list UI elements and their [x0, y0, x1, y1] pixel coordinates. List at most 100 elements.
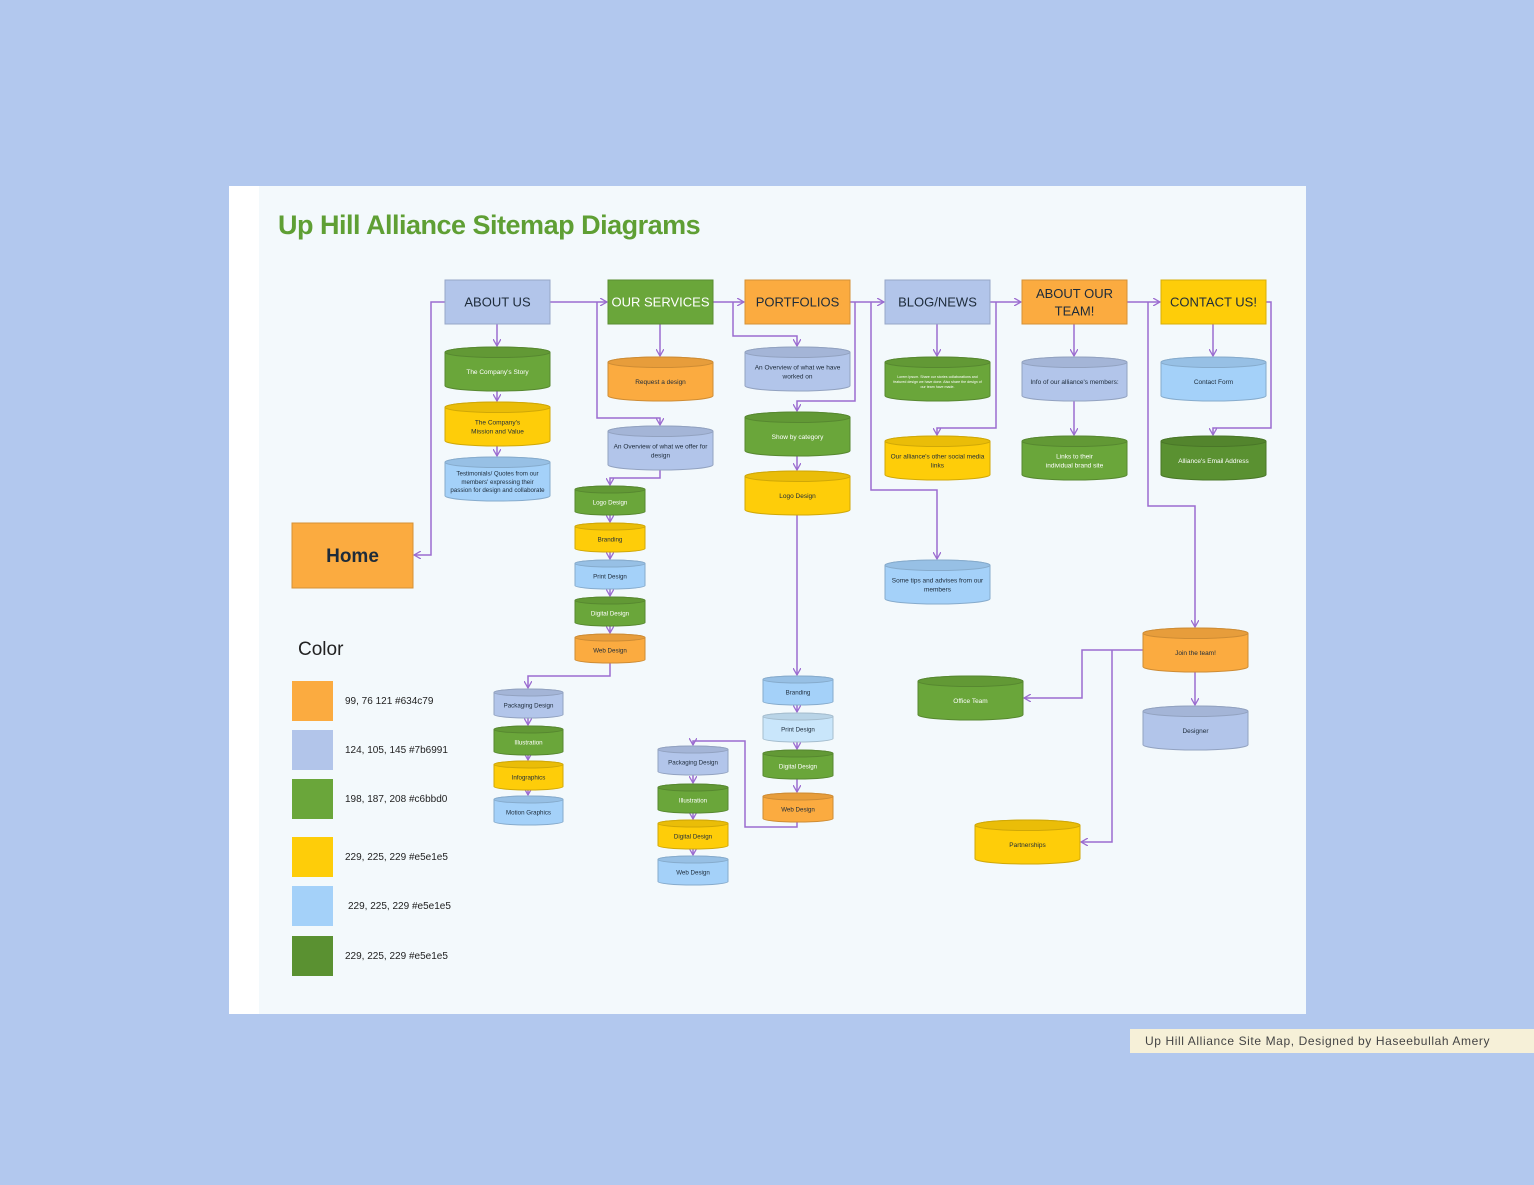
portfolio-logo-design-node[interactable]: Logo Design: [744, 470, 851, 516]
node-box: [291, 522, 414, 589]
connector-arrow: [1024, 649, 1143, 698]
cylinder-top: [1021, 356, 1128, 369]
cylinder-top: [1160, 435, 1267, 448]
cylinder-top: [657, 783, 729, 792]
cylinder-top: [884, 356, 991, 369]
request-design-node[interactable]: Request a design: [607, 356, 714, 402]
home-page-node[interactable]: Home: [291, 522, 414, 589]
node-label: Contact Form: [1194, 379, 1233, 386]
cylinder-top: [1142, 627, 1249, 640]
cylinder-top: [493, 688, 564, 697]
portfolio-digital-design-2-node[interactable]: Digital Design: [657, 819, 729, 850]
our-services-node[interactable]: OUR SERVICES: [607, 279, 714, 325]
node-label: TEAM!: [1055, 303, 1095, 318]
cylinder-top: [1021, 435, 1128, 448]
service-illustration-node[interactable]: Illustration: [493, 725, 564, 756]
blog-news-node[interactable]: BLOG/NEWS: [884, 279, 991, 325]
node-label: passion for design and collaborate: [450, 487, 545, 494]
node-label: Office Team: [953, 698, 987, 705]
contact-form-node[interactable]: Contact Form: [1160, 356, 1267, 402]
legend-label: 198, 187, 208 #c6bbd0: [345, 794, 448, 805]
connector-arrow: [732, 302, 797, 346]
image-caption: Up Hill Alliance Site Map, Designed by H…: [1130, 1029, 1534, 1053]
cylinder-top: [744, 411, 851, 424]
node-label: Logo Design: [593, 499, 628, 506]
connector-arrow: [596, 302, 660, 425]
node-label: Branding: [786, 689, 811, 696]
cylinder-top: [884, 559, 991, 572]
cylinder-top: [657, 819, 729, 828]
node-box: [444, 279, 551, 325]
connector-arrow: [693, 741, 798, 828]
cylinder-top: [744, 470, 851, 483]
portfolios-node[interactable]: PORTFOLIOS: [744, 279, 851, 325]
service-print-design-node[interactable]: Print Design: [574, 559, 646, 590]
designer-node[interactable]: Designer: [1142, 705, 1249, 751]
node-label: Home: [326, 546, 379, 567]
node-label: design: [651, 452, 671, 459]
portfolio-print-design-node[interactable]: Print Design: [762, 712, 834, 743]
node-label: Links to their: [1056, 454, 1094, 461]
node-label: Partnerships: [1009, 842, 1046, 849]
legend-swatch: [292, 837, 333, 877]
portfolio-web-design-node[interactable]: Web Design: [762, 792, 834, 823]
company-story-node[interactable]: The Company's Story: [444, 346, 551, 392]
cylinder-top: [744, 346, 851, 359]
node-label: Illustration: [514, 739, 543, 746]
members-info-node[interactable]: Info of our alliance's members:: [1021, 356, 1128, 402]
node-label: The Company's Story: [466, 369, 529, 376]
contact-us-node[interactable]: CONTACT US!: [1160, 279, 1267, 325]
email-address-node[interactable]: Alliance's Email Address: [1160, 435, 1267, 481]
legend-swatch: [292, 936, 333, 976]
cylinder-top: [574, 522, 646, 531]
cylinder-top: [607, 425, 714, 438]
portfolio-illustration-node[interactable]: Illustration: [657, 783, 729, 814]
node-label: members' expressing their: [461, 479, 533, 486]
node-label: Packaging Design: [668, 759, 718, 766]
legend-label: 229, 225, 229 #e5e1e5: [345, 951, 448, 962]
service-web-design-node[interactable]: Web Design: [574, 633, 646, 664]
node-label: Info of our alliance's members:: [1030, 379, 1119, 386]
blog-stories-node[interactable]: Lorem Ipsum. Share our stories collabora…: [884, 356, 991, 402]
service-motion-graphics-node[interactable]: Motion Graphics: [493, 795, 564, 826]
portfolio-branding-node[interactable]: Branding: [762, 675, 834, 706]
node-box: [607, 279, 714, 325]
node-label: featured design we have done. Also share…: [893, 380, 982, 384]
join-team-node[interactable]: Join the team!: [1142, 627, 1249, 673]
node-label: worked on: [782, 373, 813, 380]
portfolio-packaging-design-node[interactable]: Packaging Design: [657, 745, 729, 776]
service-digital-design-node[interactable]: Digital Design: [574, 596, 646, 627]
service-packaging-design-node[interactable]: Packaging Design: [493, 688, 564, 719]
legend-swatch: [292, 681, 333, 721]
connector-arrow: [937, 302, 997, 435]
diagram-title: Up Hill Alliance Sitemap Diagrams: [278, 210, 701, 240]
service-branding-node[interactable]: Branding: [574, 522, 646, 553]
node-label: Show by category: [772, 434, 824, 441]
show-by-category-node[interactable]: Show by category: [744, 411, 851, 457]
about-us-node[interactable]: ABOUT US: [444, 279, 551, 325]
cylinder-top: [574, 633, 646, 642]
portfolio-web-design-2-node[interactable]: Web Design: [657, 855, 729, 886]
service-infographics-node[interactable]: Infographics: [493, 760, 564, 791]
legend-swatch: [292, 779, 333, 819]
cylinder-top: [762, 675, 834, 684]
portfolio-digital-design-node[interactable]: Digital Design: [762, 749, 834, 780]
connector-arrow: [528, 663, 611, 688]
service-logo-design-node[interactable]: Logo Design: [574, 485, 646, 516]
legend-title: Color: [298, 639, 344, 660]
node-label: links: [931, 462, 945, 469]
office-team-node[interactable]: Office Team: [917, 675, 1024, 721]
node-label: Our alliance's other social media: [891, 454, 985, 461]
node-label: OUR SERVICES: [611, 295, 709, 310]
partnerships-node[interactable]: Partnerships: [974, 819, 1081, 865]
cylinder-top: [762, 792, 834, 801]
